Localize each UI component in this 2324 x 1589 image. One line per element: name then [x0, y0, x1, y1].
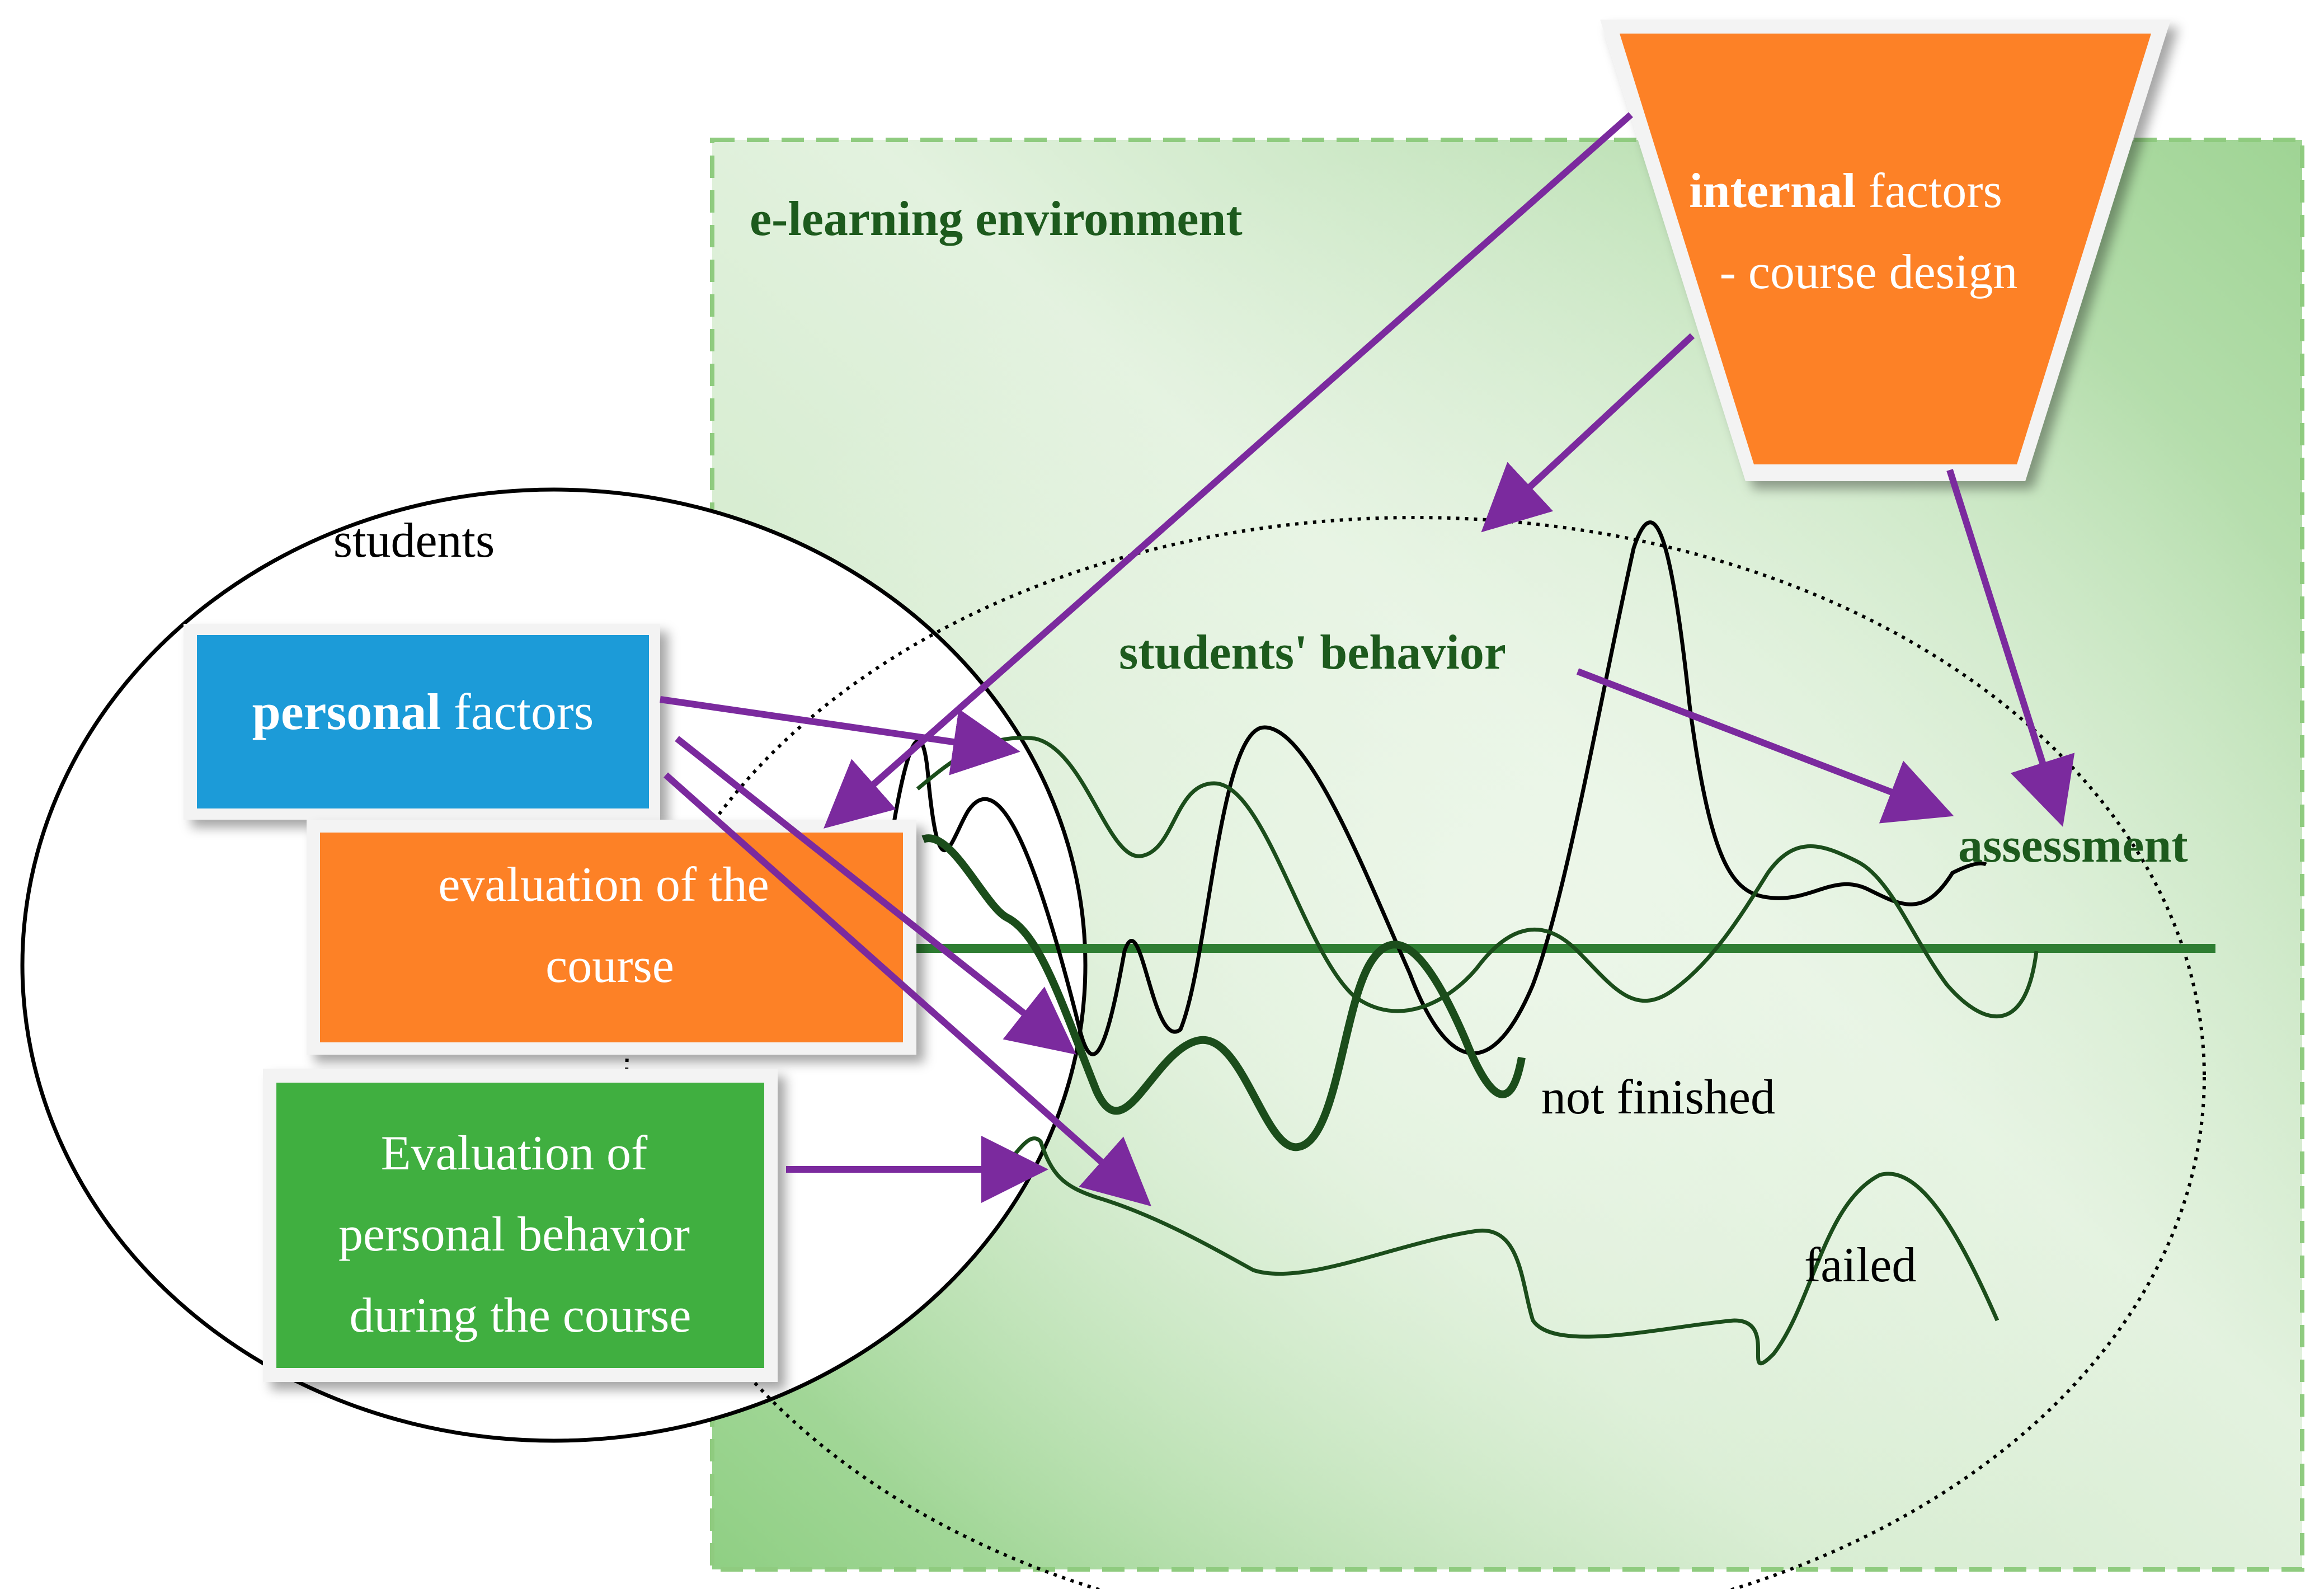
evaluation-behavior-line1: Evaluation of: [381, 1126, 648, 1181]
arrow-behavior-to-assessment: [1576, 668, 1954, 824]
internal-factors-label: internal factors - course design: [1689, 164, 2017, 299]
students-label: students: [333, 514, 495, 568]
evaluation-behavior-label: Evaluation of personal behavior during t…: [338, 1126, 702, 1343]
internal-factors-line1: internal factors: [1689, 164, 2002, 218]
arrow-personal-to-not-finished: [675, 736, 1076, 1055]
assessment-label: assessment: [1958, 819, 2188, 873]
arrow-internal-to-evaluation: [824, 112, 1633, 829]
curve-medium-green: [916, 736, 2039, 1019]
personal-factors-label: personal factors: [252, 683, 594, 740]
evaluation-course-box: [307, 820, 916, 1055]
arrow-internal-to-behavior: [1481, 333, 1695, 533]
evaluation-behavior-line3: during the course: [350, 1289, 691, 1343]
evaluation-behavior-line2: personal behavior: [338, 1207, 690, 1262]
internal-factors-line2: - course design: [1720, 245, 2018, 299]
arrow-personal-to-curves: [660, 696, 1020, 775]
curve-not-finished: [921, 834, 1526, 1151]
personal-factors-rest: factors: [441, 683, 594, 740]
internal-factors-bold: internal: [1689, 164, 1856, 218]
arrow-personal-to-failed: [664, 772, 1151, 1206]
personal-factors-box: [184, 624, 660, 820]
arrows: [660, 112, 2075, 1206]
evaluation-course-line1: evaluation of the: [438, 858, 769, 912]
students-behavior-label: students' behavior: [1119, 626, 1506, 680]
curve-assessment-black: [887, 520, 1987, 1056]
evaluation-behavior-box: [263, 1069, 778, 1382]
not-finished-label: not finished: [1541, 1070, 1775, 1125]
evaluation-course-line2: course: [545, 939, 674, 993]
evaluation-course-label: evaluation of the course: [438, 858, 781, 993]
environment-label: e-learning environment: [750, 192, 1243, 246]
personal-factors-bold: personal: [252, 683, 441, 740]
arrow-internal-to-assessment: [1946, 469, 2075, 827]
failed-label: failed: [1804, 1238, 1916, 1292]
internal-factors-rest: factors: [1856, 164, 2002, 218]
internal-factors-trapezoid: [1600, 20, 2171, 481]
